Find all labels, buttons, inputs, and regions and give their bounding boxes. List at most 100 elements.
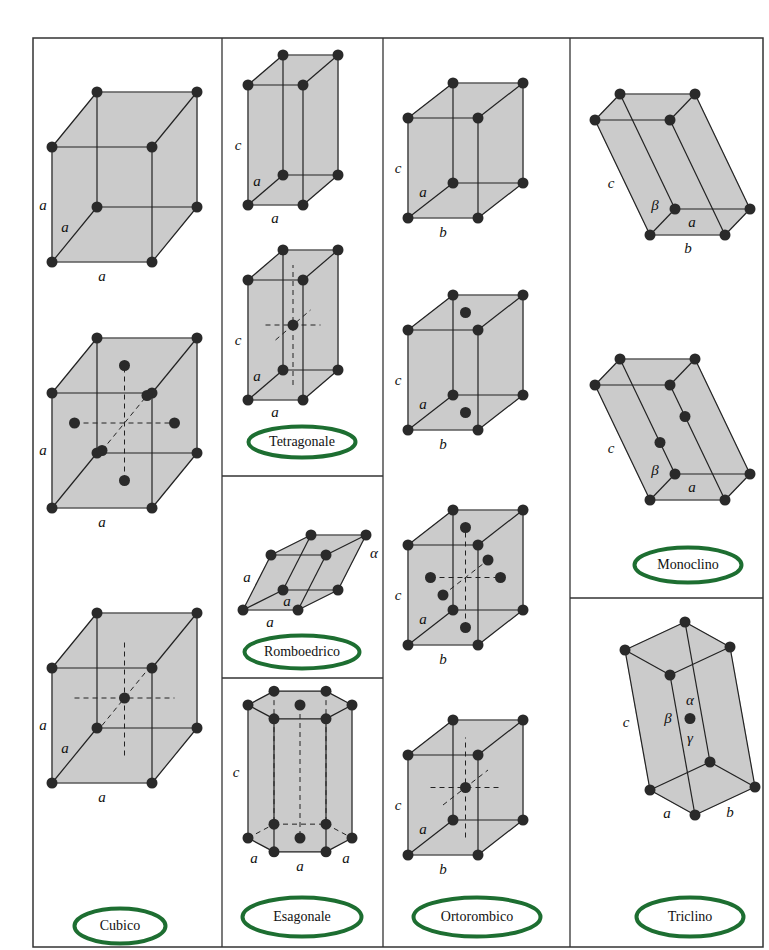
lattice-point	[147, 257, 158, 268]
cell-face	[408, 510, 523, 545]
axis-label: b	[439, 652, 447, 667]
lattice-point	[147, 503, 158, 514]
axis-label: b	[684, 241, 692, 256]
cell-edge	[52, 261, 152, 262]
lattice-point	[192, 333, 203, 344]
lattice-point	[238, 605, 249, 616]
cell-edge	[452, 83, 453, 183]
cell-edge	[408, 83, 453, 118]
lattice-point	[425, 572, 436, 583]
lattice-point	[278, 245, 289, 256]
cell-edge	[408, 544, 478, 545]
lattice-point	[47, 257, 58, 268]
prism-edge	[274, 691, 326, 692]
cell-edge	[303, 250, 338, 280]
lattice-point	[147, 142, 158, 153]
cell-edge	[196, 613, 197, 728]
column-line	[569, 38, 570, 947]
cell-edge	[477, 330, 478, 430]
angle-label: β	[664, 711, 671, 726]
cell-face	[408, 183, 523, 218]
lattice-point	[306, 530, 317, 541]
cell-face	[408, 83, 523, 118]
cell-edge	[248, 84, 303, 85]
dashed-axis	[465, 528, 466, 628]
axis-label: a	[98, 790, 106, 805]
lattice-point	[448, 505, 459, 516]
axis-label: a	[61, 220, 69, 235]
axis-label: a	[296, 859, 304, 874]
lattice-point	[665, 380, 676, 391]
cell-edge	[326, 535, 366, 555]
lattice-point	[47, 778, 58, 789]
axis-label: c	[235, 333, 242, 348]
cell-edge	[477, 755, 478, 855]
cell-edge	[303, 370, 338, 400]
cell-edge	[52, 338, 97, 393]
prism-edge	[274, 851, 326, 852]
system-ellipse: Romboedrico	[242, 633, 362, 671]
cell-face	[271, 535, 366, 555]
lattice-point	[690, 89, 701, 100]
cell-edge	[298, 590, 338, 610]
cell-face	[243, 590, 338, 610]
cell-edge	[477, 545, 478, 645]
lattice-point	[620, 645, 631, 656]
lattice-point	[645, 495, 656, 506]
angle-label: γ	[687, 731, 693, 746]
cell-edge	[453, 394, 523, 395]
lattice-point	[590, 115, 601, 126]
lattice-point	[192, 723, 203, 734]
cell-edge	[96, 613, 97, 728]
cell-edge	[283, 54, 338, 55]
cell-edge	[625, 650, 670, 675]
prism-edge	[247, 705, 248, 838]
cell-edge	[625, 622, 685, 650]
system-name: Esagonale	[273, 909, 331, 924]
cell-edge	[303, 175, 338, 205]
lattice-point	[278, 365, 289, 376]
cell-face	[248, 175, 338, 205]
cell-edge	[248, 204, 303, 205]
lattice-point	[460, 407, 471, 418]
cell-edge	[196, 92, 197, 207]
lattice-point	[473, 640, 484, 651]
lattice-point	[473, 425, 484, 436]
cell-edge	[243, 555, 271, 610]
cell-edge	[407, 330, 408, 430]
cell-edge	[96, 338, 97, 453]
cell-edge	[97, 206, 197, 207]
lattice-point	[119, 475, 130, 486]
cell-face	[52, 92, 197, 147]
cell-face	[408, 295, 523, 330]
lattice-point	[473, 213, 484, 224]
cell-edge	[453, 182, 523, 183]
cell-edge	[695, 94, 750, 209]
ellipse-shape	[414, 898, 541, 937]
cell-edge	[478, 510, 523, 545]
lattice-point	[92, 608, 103, 619]
cell-edge	[595, 120, 650, 235]
axis-label: c	[395, 373, 402, 388]
lattice-point	[473, 540, 484, 551]
cell-edge	[283, 369, 338, 370]
prism-edge	[274, 691, 275, 824]
cell-edge	[522, 295, 523, 395]
axis-label: a	[39, 198, 47, 213]
axis-label: b	[439, 437, 447, 452]
lattice-point	[518, 290, 529, 301]
axis-label: a	[243, 570, 251, 585]
cell-edge	[52, 92, 97, 147]
lattice-point	[403, 425, 414, 436]
cell-edge	[271, 535, 311, 555]
cell-edge	[695, 787, 755, 815]
lattice-point	[518, 78, 529, 89]
lattice-point	[298, 275, 309, 286]
cell-edge	[408, 429, 478, 430]
axis-label: a	[419, 397, 427, 412]
lattice-point	[298, 395, 309, 406]
lattice-point	[295, 700, 306, 711]
lattice-point	[293, 605, 304, 616]
cell-face	[650, 209, 750, 235]
cell-edge	[522, 720, 523, 820]
